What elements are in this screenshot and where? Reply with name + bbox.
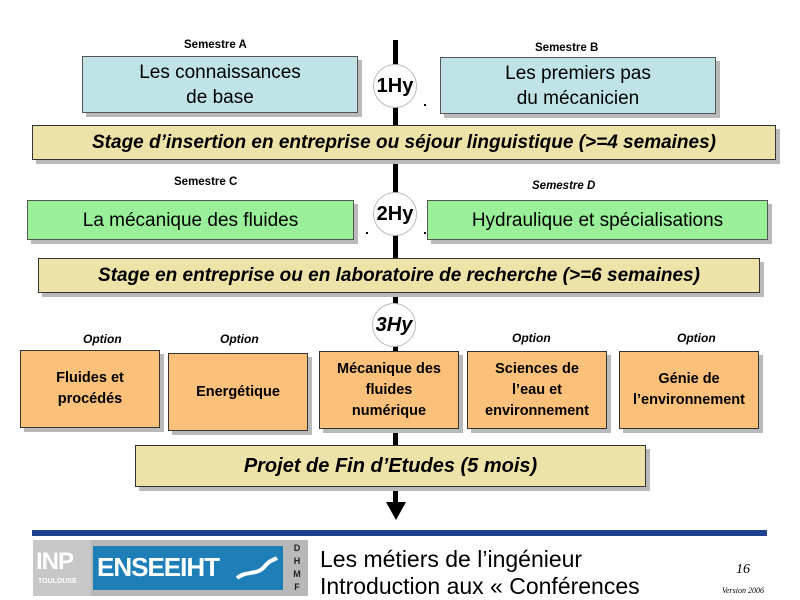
option-line: Génie de <box>658 371 720 387</box>
option-mecanique-fluides-numerique: Mécanique des fluides numérique <box>319 351 459 429</box>
logo-inp-block: INP TOULOUSE <box>33 540 91 596</box>
option-line: l’eau et <box>512 381 562 398</box>
semester-d-label: Semestre D <box>532 180 596 192</box>
option-line: l’environnement <box>633 392 745 408</box>
box-line: Les premiers pas <box>505 62 651 84</box>
version-label: Version 2006 <box>722 586 764 595</box>
footer-logo: INP TOULOUSE ENSEEIHT D H M F <box>33 540 308 596</box>
option-fluides-procedes: Fluides et procédés <box>20 350 160 428</box>
semester-c-label: Semestre C <box>174 176 238 188</box>
option-line: numérique <box>351 402 427 419</box>
stage-recherche-box: Stage en entreprise ou en laboratoire de… <box>38 258 760 293</box>
year-2-badge: 2Hy <box>373 192 417 236</box>
dept-letter: M <box>293 569 301 579</box>
box-mecanique-des-fluides: La mécanique des fluides <box>27 200 354 240</box>
box-premiers-pas: Les premiers pas du mécanicien <box>440 57 716 114</box>
option-label: Option <box>512 331 551 345</box>
option-label: Option <box>220 332 259 346</box>
axis-dot <box>424 104 426 106</box>
option-line: Fluides et <box>56 370 124 386</box>
logo-dept-letters: D H M F <box>289 542 305 594</box>
axis-dot <box>366 232 368 234</box>
dept-letter: F <box>294 582 300 592</box>
box-line: de base <box>186 86 254 108</box>
option-genie-environnement: Génie de l’environnement <box>619 351 759 429</box>
timeline-arrowhead <box>386 502 406 520</box>
box-hydraulique: Hydraulique et spécialisations <box>427 200 768 240</box>
page-number: 16 <box>736 562 750 577</box>
semester-a-label: Semestre A <box>184 39 247 51</box>
logo-enseeiht-text: ENSEEIHT <box>97 552 220 582</box>
axis-dot <box>424 232 426 234</box>
logo-enseeiht-block: ENSEEIHT <box>93 546 283 590</box>
projet-fin-etudes-box: Projet de Fin d’Etudes (5 mois) <box>135 445 646 487</box>
logo-inp-sub: TOULOUSE <box>38 578 77 585</box>
footer-title-line1: Les métiers de l’ingénieur <box>320 546 583 572</box>
option-line: Sciences de <box>495 360 579 377</box>
option-line: procédés <box>57 391 123 407</box>
option-line: fluides <box>365 381 413 398</box>
option-energetique: Energétique <box>168 353 308 431</box>
option-line: environnement <box>485 402 589 419</box>
option-line: Energétique <box>196 383 280 400</box>
year-3-badge: 3Hy <box>372 303 416 347</box>
box-line: du mécanicien <box>516 87 640 109</box>
logo-swoosh-icon <box>235 556 278 580</box>
footer-title: Les métiers de l’ingénieur Introduction … <box>320 546 700 600</box>
option-sciences-eau: Sciences de l’eau et environnement <box>467 351 607 429</box>
dept-letter: H <box>293 556 301 566</box>
dept-letter: D <box>293 543 301 553</box>
footer-title-line2: Introduction aux « Conférences <box>320 573 640 599</box>
stage-insertion-box: Stage d’insertion en entreprise ou séjou… <box>32 125 776 160</box>
semester-b-label: Semestre B <box>535 42 599 54</box>
box-connaissances-de-base: Les connaissances de base <box>82 56 358 113</box>
footer-bar <box>32 530 767 536</box>
year-1-badge: 1Hy <box>373 64 417 108</box>
option-line: Mécanique des <box>337 360 441 377</box>
option-label: Option <box>83 332 122 346</box>
logo-inp-text: INP <box>36 548 74 575</box>
option-label: Option <box>677 331 716 345</box>
box-line: Les connaissances <box>139 61 301 83</box>
